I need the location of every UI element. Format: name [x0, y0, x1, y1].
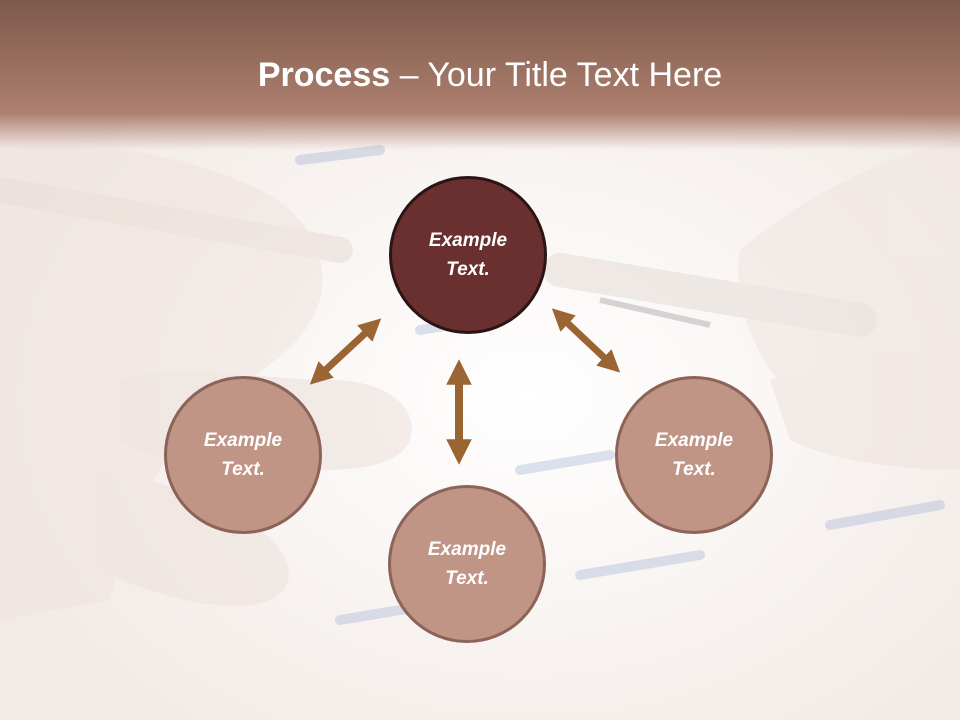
node-right-text: Example Text. [654, 430, 734, 480]
node-left-text: Example Text. [203, 430, 283, 480]
node-bottom-text: Example Text. [427, 539, 507, 589]
node-right: Example Text. [615, 376, 773, 534]
title-rest: – Your Title Text Here [390, 56, 723, 94]
node-left: Example Text. [164, 376, 322, 534]
node-bottom: Example Text. [388, 485, 546, 643]
arrow-top-left [309, 318, 382, 385]
node-top-text: Example Text. [428, 230, 508, 280]
node-top: Example Text. [389, 176, 547, 334]
slide-title: Process – Your Title Text Here [0, 52, 960, 98]
header-band [0, 0, 960, 150]
title-bold: Process [257, 56, 391, 94]
arrow-top-right [551, 308, 621, 373]
